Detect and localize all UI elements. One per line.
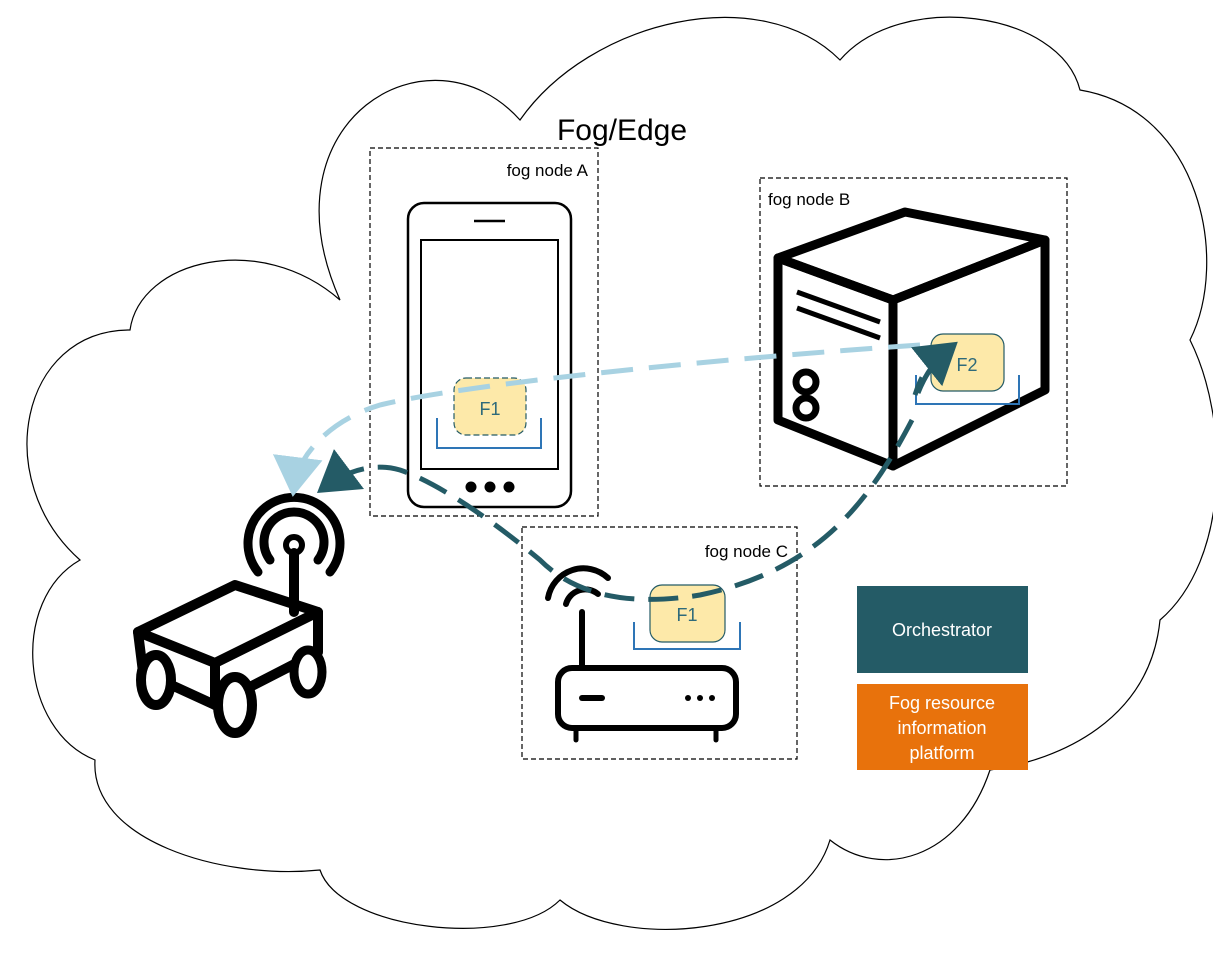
platform-label-line3: platform — [909, 743, 974, 763]
fog-node-a: fog node A F1 — [369, 147, 599, 517]
platform-label-line2: information — [897, 718, 986, 738]
container-bracket-c — [633, 622, 741, 650]
fog-node-b-label: fog node B — [768, 190, 850, 209]
platform-box — [857, 684, 1028, 770]
server-icon — [773, 207, 1050, 471]
migration-path-dark-main — [316, 418, 915, 602]
orchestrator-label: Orchestrator — [892, 620, 992, 640]
robot-vehicle-icon — [133, 492, 345, 738]
router-icon — [545, 565, 739, 743]
fog-node-a-label: fog node A — [507, 161, 589, 180]
migration-path-light — [272, 342, 921, 497]
fog-node-a-box — [369, 147, 599, 517]
fog-node-b-box — [759, 177, 1068, 487]
diagram-title: Fog/Edge — [557, 114, 687, 147]
migration-arrow-to-f2 — [910, 341, 958, 394]
container-bracket-a — [436, 418, 542, 449]
function-label-a: F1 — [479, 399, 500, 419]
orchestrator-box — [857, 586, 1028, 673]
function-label-c: F1 — [676, 605, 697, 625]
fog-node-c-box — [521, 526, 798, 760]
fog-node-c-label: fog node C — [705, 542, 788, 561]
function-box-a — [453, 377, 527, 436]
smartphone-icon — [406, 201, 573, 509]
legend: Orchestrator Fog resource information pl… — [857, 586, 1028, 770]
platform-label-line1: Fog resource — [889, 693, 995, 713]
cloud-shape — [26, 16, 1213, 930]
function-label-b: F2 — [956, 355, 977, 375]
